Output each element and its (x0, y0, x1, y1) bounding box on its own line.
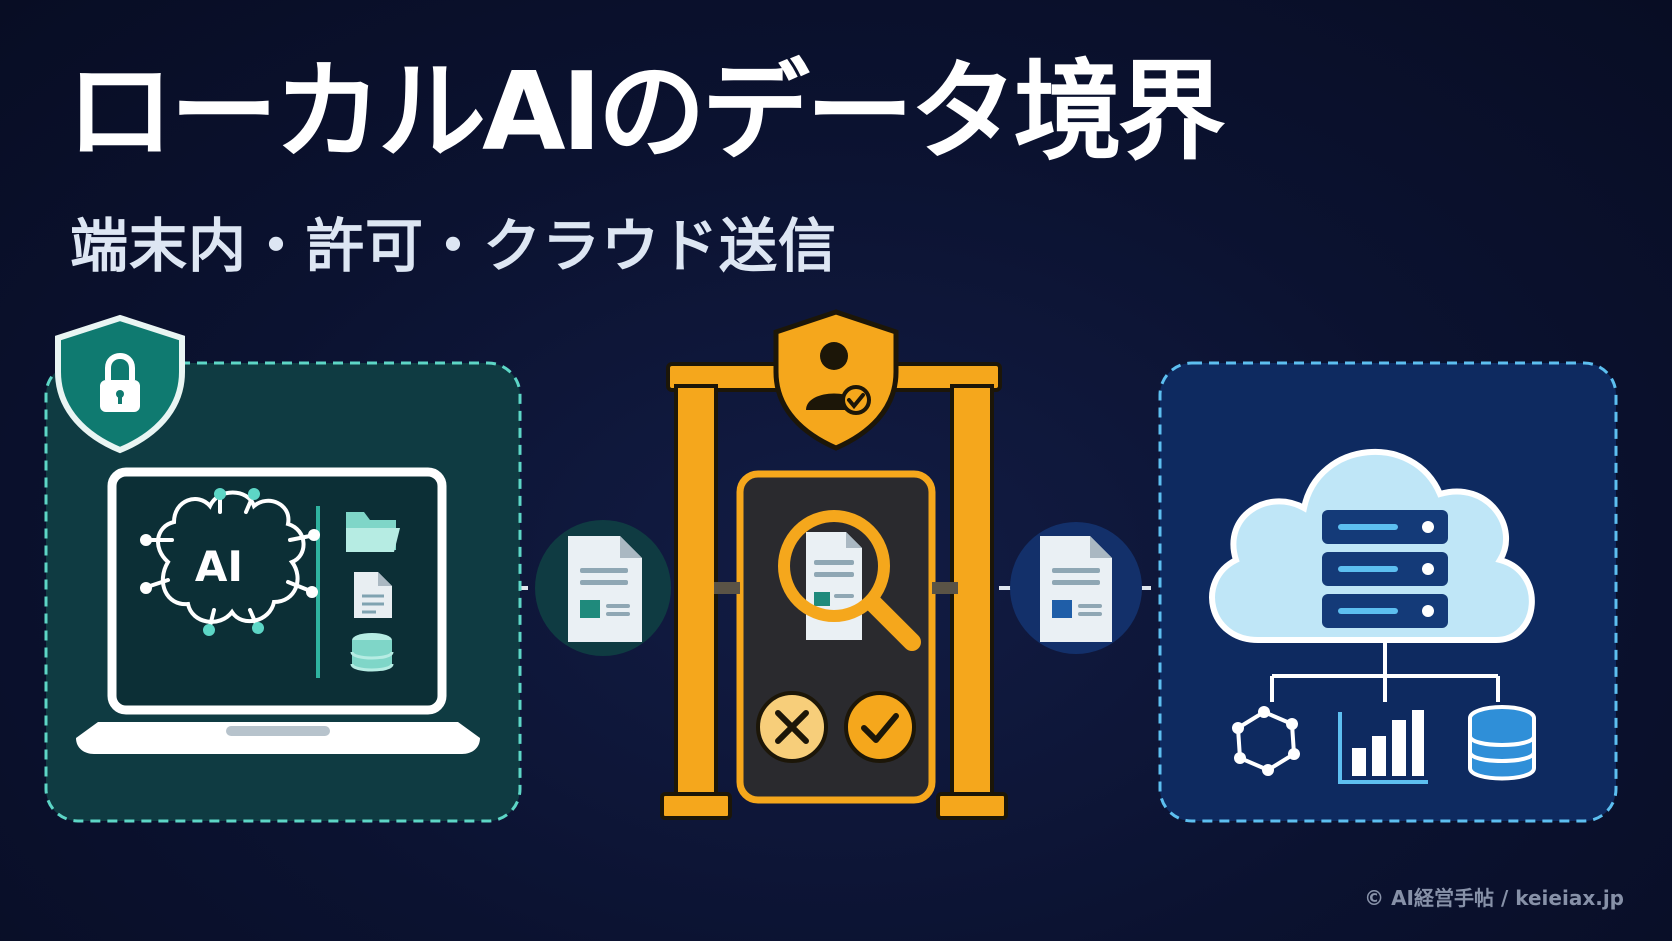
ai-chip-label: AI (195, 542, 243, 591)
page-subtitle: 端末内・許可・クラウド送信 (70, 212, 838, 280)
permission-gate (660, 309, 1008, 820)
transfer-document-cloud (1010, 522, 1142, 654)
user-check-shield-icon (773, 309, 899, 451)
approve-icon (844, 691, 916, 763)
reject-icon (756, 691, 828, 763)
local-device-zone: AI (44, 314, 522, 823)
document-icon (354, 572, 392, 618)
copyright-footer: © AI経営手帖 / keieiax.jp (1364, 886, 1624, 910)
transfer-document-local (535, 520, 671, 656)
folder-icon (346, 512, 400, 552)
cloud-icon (1209, 448, 1535, 643)
gate-right-foot (936, 792, 1008, 820)
brain-circuit-icon (140, 488, 320, 636)
cloud-service-zone (1158, 361, 1618, 823)
lock-shield-icon (55, 314, 185, 454)
gate-pin-left (714, 582, 740, 594)
gate-left-pillar (674, 384, 718, 800)
network-icon (1232, 706, 1300, 776)
cloud-branch-lines (1270, 640, 1500, 702)
database-icon (350, 633, 394, 672)
gate-right-pillar (950, 384, 994, 800)
page-title: ローカルAIのデータ境界 (66, 50, 1226, 175)
laptop-icon (76, 467, 480, 754)
server-icon (1322, 510, 1448, 628)
gate-pin-right (932, 582, 958, 594)
gate-left-foot (660, 792, 732, 820)
cloud-database-icon (1468, 705, 1536, 781)
bar-chart-icon (1338, 710, 1428, 784)
magnifier-icon (778, 510, 921, 651)
